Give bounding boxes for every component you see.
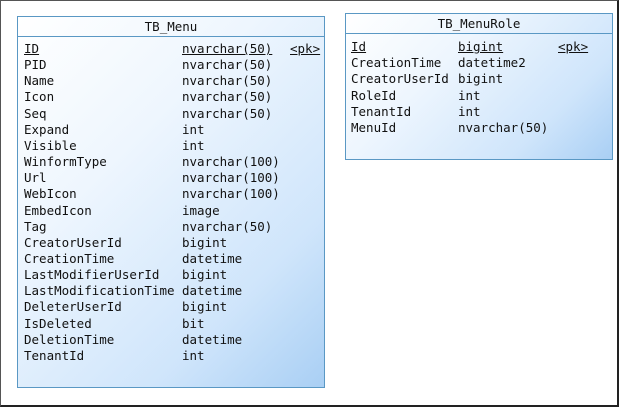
column-type: nvarchar(50): [458, 120, 549, 135]
column-name: CreatorUserId: [351, 71, 449, 87]
column-name: MenuId: [351, 120, 397, 135]
column-row[interactable]: Visible int: [18, 138, 324, 154]
column-row[interactable]: WebIcon nvarchar(100): [18, 186, 324, 202]
column-type: datetime2: [458, 55, 526, 71]
column-type: nvarchar(50): [182, 57, 273, 73]
column-type: nvarchar(100): [182, 170, 280, 186]
column-name: Seq: [24, 105, 47, 121]
column-row[interactable]: IsDeleted bit: [18, 316, 324, 332]
column-type: int: [182, 121, 205, 137]
column-name: LastModifierUserId: [24, 267, 160, 283]
column-row[interactable]: EmbedIcon image: [18, 203, 324, 219]
column-row[interactable]: WinformType nvarchar(100): [18, 154, 324, 170]
column-type: datetime: [182, 331, 243, 347]
column-type: bigint: [182, 267, 228, 283]
column-row[interactable]: Seq nvarchar(50): [18, 106, 324, 122]
column-row[interactable]: TenantId int: [346, 104, 612, 120]
column-type: int: [182, 137, 205, 153]
column-type: nvarchar(100): [182, 154, 280, 170]
column-name: Expand: [24, 121, 70, 137]
column-type: int: [458, 87, 481, 103]
column-row[interactable]: MenuId nvarchar(50): [346, 120, 612, 136]
column-name: Id: [351, 39, 367, 54]
column-row[interactable]: TenantId int: [18, 348, 324, 364]
column-key: <pk>: [558, 39, 589, 54]
column-row[interactable]: Icon nvarchar(50): [18, 89, 324, 105]
column-row[interactable]: Url nvarchar(100): [18, 170, 324, 186]
column-name: DeleterUserId: [24, 299, 122, 315]
column-type: nvarchar(50): [182, 105, 273, 121]
column-type: nvarchar(50): [182, 73, 273, 89]
column-name: Tag: [24, 218, 47, 234]
column-type: bigint: [182, 234, 228, 250]
column-row[interactable]: CreationTime datetime: [18, 251, 324, 267]
column-row[interactable]: PID nvarchar(50): [18, 57, 324, 73]
entity-title: TB_MenuRole: [346, 14, 612, 34]
column-row[interactable]: CreatorUserId bigint: [18, 235, 324, 251]
column-type: int: [182, 347, 205, 363]
column-name: EmbedIcon: [24, 202, 92, 218]
column-name: Url: [24, 170, 47, 186]
entity-tb-menurole[interactable]: TB_MenuRole Id bigint <pk> CreationTime date…: [345, 13, 613, 160]
column-name: TenantId: [351, 103, 412, 119]
column-type: nvarchar(100): [182, 186, 280, 202]
entity-tb-menu[interactable]: TB_Menu ID nvarchar(50) <pk> PID nvarchar(50…: [17, 16, 325, 388]
column-row[interactable]: ID nvarchar(50) <pk>: [18, 41, 324, 57]
column-name: TenantId: [24, 347, 85, 363]
column-type: bit: [182, 315, 205, 331]
column-name: PID: [24, 57, 47, 73]
column-type: nvarchar(50): [182, 41, 273, 56]
column-type: bigint: [458, 71, 504, 87]
column-row[interactable]: RoleId int: [346, 88, 612, 104]
column-type: bigint: [458, 39, 504, 54]
column-row[interactable]: LastModificationTime datetime: [18, 283, 324, 299]
column-name: Icon: [24, 89, 55, 105]
column-name: ID: [24, 41, 40, 56]
entity-title: TB_Menu: [18, 17, 324, 37]
column-type: datetime: [182, 250, 243, 266]
column-name: RoleId: [351, 87, 397, 103]
column-row[interactable]: Tag nvarchar(50): [18, 219, 324, 235]
column-row[interactable]: DeleterUserId bigint: [18, 299, 324, 315]
column-row[interactable]: CreatorUserId bigint: [346, 71, 612, 87]
column-type: bigint: [182, 299, 228, 315]
column-type: image: [182, 202, 220, 218]
column-name: IsDeleted: [24, 315, 92, 331]
column-type: nvarchar(50): [182, 89, 273, 105]
column-name: CreationTime: [24, 250, 115, 266]
column-name: WebIcon: [24, 186, 77, 202]
column-name: CreatorUserId: [24, 234, 122, 250]
column-name: Name: [24, 73, 55, 89]
column-type: int: [458, 103, 481, 119]
column-row[interactable]: Expand int: [18, 122, 324, 138]
column-name: WinformType: [24, 154, 107, 170]
column-row[interactable]: Id bigint <pk>: [346, 39, 612, 55]
column-name: DeletionTime: [24, 331, 115, 347]
column-name: Visible: [24, 137, 77, 153]
column-row[interactable]: Name nvarchar(50): [18, 73, 324, 89]
column-row[interactable]: DeletionTime datetime: [18, 332, 324, 348]
column-row[interactable]: CreationTime datetime2: [346, 55, 612, 71]
column-type: datetime: [182, 283, 243, 299]
column-type: nvarchar(50): [182, 218, 273, 234]
column-row[interactable]: LastModifierUserId bigint: [18, 267, 324, 283]
column-key: <pk>: [290, 41, 321, 56]
column-name: CreationTime: [351, 55, 442, 71]
column-name: LastModificationTime: [24, 283, 175, 299]
